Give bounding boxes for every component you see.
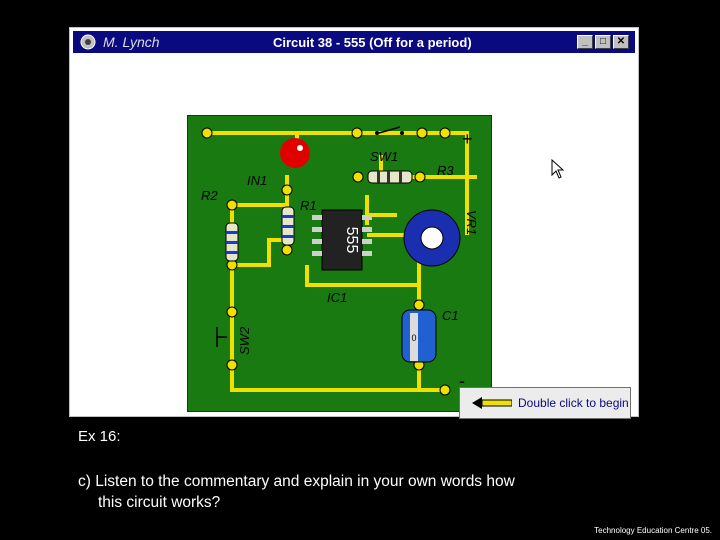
label-r2: R2 <box>201 188 218 203</box>
exercise-label: Ex 16: <box>78 428 121 445</box>
ic-555 <box>321 209 363 271</box>
capacitor <box>401 309 437 363</box>
label-ic1: IC1 <box>327 290 347 305</box>
question-line-1: c) Listen to the commentary and explain … <box>78 473 515 490</box>
circuit-board[interactable]: 555 0 SW1 R3 IN1 R2 R1 VR1 IC1 C1 <box>187 115 492 412</box>
label-ln1: IN1 <box>247 173 267 188</box>
app-name: M. Lynch <box>103 34 160 50</box>
double-click-to-begin-button[interactable]: Double click to begin <box>459 387 631 419</box>
label-plus: + <box>462 129 473 149</box>
label-c1: C1 <box>442 308 459 323</box>
question-line-2: this circuit works? <box>98 494 221 511</box>
begin-label: Double click to begin <box>518 396 629 410</box>
label-sw1: SW1 <box>370 149 398 164</box>
label-r1: R1 <box>300 198 317 213</box>
window-client-area: 555 0 SW1 R3 IN1 R2 R1 VR1 IC1 C1 <box>73 55 635 419</box>
arrow-left-icon <box>472 397 512 409</box>
ic-chip-label: 555 <box>343 227 360 254</box>
question-text: c) Listen to the commentary and explain … <box>78 471 678 513</box>
maximize-button[interactable]: □ <box>595 35 611 49</box>
app-icon <box>80 34 96 50</box>
label-sw2: SW2 <box>237 326 252 355</box>
capacitor-marking: 0 <box>411 333 416 343</box>
label-vr1: VR1 <box>464 210 479 235</box>
mouse-pointer-icon <box>551 159 565 179</box>
led <box>280 138 310 168</box>
label-r3: R3 <box>437 163 454 178</box>
close-button[interactable]: ✕ <box>613 35 629 49</box>
minimize-button[interactable]: _ <box>577 35 593 49</box>
footer-credit: Technology Education Centre 05. <box>594 526 712 535</box>
title-bar[interactable]: M. Lynch Circuit 38 - 555 (Off for a per… <box>73 31 635 53</box>
window-title: Circuit 38 - 555 (Off for a period) <box>273 34 472 50</box>
app-window: M. Lynch Circuit 38 - 555 (Off for a per… <box>69 27 639 419</box>
label-minus: - <box>459 371 465 391</box>
